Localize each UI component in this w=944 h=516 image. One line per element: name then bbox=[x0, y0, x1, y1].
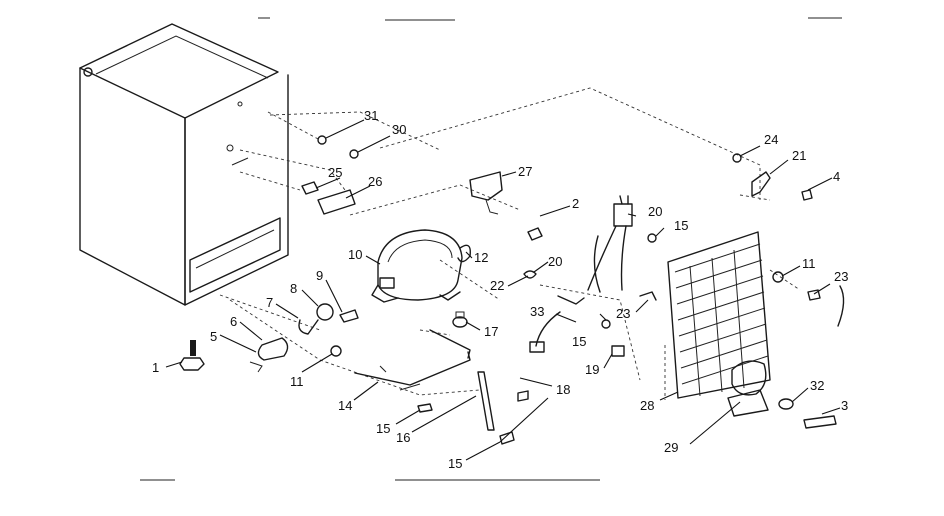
label-15-b: 15 bbox=[448, 456, 462, 471]
label-17: 17 bbox=[484, 324, 498, 339]
part-2-screw bbox=[527, 227, 543, 241]
part-11-washer-right bbox=[772, 271, 784, 283]
label-12: 12 bbox=[474, 250, 488, 265]
part-15-screw-mid bbox=[601, 319, 611, 329]
label-6: 6 bbox=[230, 314, 237, 329]
label-2: 2 bbox=[572, 196, 579, 211]
label-16: 16 bbox=[396, 430, 410, 445]
part-9-clip bbox=[339, 309, 359, 323]
label-14: 14 bbox=[338, 398, 352, 413]
part-27-drier bbox=[469, 171, 503, 215]
label-28: 28 bbox=[640, 398, 654, 413]
part-14-base-bracket bbox=[354, 329, 471, 391]
label-30: 30 bbox=[392, 122, 406, 137]
label-18: 18 bbox=[556, 382, 570, 397]
part-1-bolt bbox=[179, 340, 205, 371]
label-31: 31 bbox=[364, 108, 378, 123]
part-10-compressor bbox=[371, 229, 463, 303]
label-20-b: 20 bbox=[648, 204, 662, 219]
part-17-grommet bbox=[452, 311, 468, 328]
part-12-tube bbox=[457, 244, 471, 263]
label-27: 27 bbox=[518, 164, 532, 179]
part-15-screw-top bbox=[647, 233, 657, 243]
part-20-ring bbox=[523, 270, 537, 279]
label-25: 25 bbox=[328, 165, 342, 180]
label-8: 8 bbox=[290, 281, 297, 296]
label-15-a: 15 bbox=[376, 421, 390, 436]
part-18-screw bbox=[517, 390, 529, 402]
label-26: 26 bbox=[368, 174, 382, 189]
label-1: 1 bbox=[152, 360, 159, 375]
label-21: 21 bbox=[792, 148, 806, 163]
label-20-a: 20 bbox=[548, 254, 562, 269]
part-19-plug bbox=[611, 345, 625, 357]
part-15-screw-bottom bbox=[499, 431, 515, 445]
part-28-condenser bbox=[667, 231, 771, 399]
label-9: 9 bbox=[316, 268, 323, 283]
part-31-screw bbox=[317, 135, 327, 145]
part-29-fan-bracket bbox=[727, 360, 769, 417]
part-15-screw bbox=[417, 403, 433, 413]
label-11-right: 11 bbox=[802, 256, 816, 271]
label-10: 10 bbox=[348, 247, 362, 262]
label-15-d: 15 bbox=[674, 218, 688, 233]
label-22: 22 bbox=[490, 278, 504, 293]
part-23-clip-right bbox=[837, 285, 845, 327]
part-23-clip bbox=[639, 291, 657, 301]
label-3: 3 bbox=[841, 398, 848, 413]
label-23-b: 23 bbox=[834, 269, 848, 284]
label-5: 5 bbox=[210, 329, 217, 344]
label-19: 19 bbox=[585, 362, 599, 377]
label-15-c: 15 bbox=[572, 334, 586, 349]
label-7: 7 bbox=[266, 295, 273, 310]
part-8-relay bbox=[298, 303, 334, 335]
label-32: 32 bbox=[810, 378, 824, 393]
leader-lines bbox=[165, 119, 841, 461]
part-24-washer bbox=[732, 153, 742, 163]
label-23-a: 23 bbox=[616, 306, 630, 321]
part-11-washer bbox=[330, 345, 342, 357]
part-21-bracket bbox=[751, 171, 771, 197]
part-25-clip bbox=[301, 181, 319, 195]
part-32-grommet bbox=[778, 398, 794, 410]
cabinet bbox=[79, 23, 289, 306]
part-6-capacitor bbox=[249, 337, 289, 373]
part-30-screw bbox=[349, 149, 359, 159]
part-4-screw bbox=[801, 189, 813, 201]
label-24: 24 bbox=[764, 132, 778, 147]
label-29: 29 bbox=[664, 440, 678, 455]
label-33: 33 bbox=[530, 304, 544, 319]
label-4: 4 bbox=[833, 169, 840, 184]
part-23-clip-right-pin bbox=[807, 289, 821, 301]
part-3-screw bbox=[803, 415, 837, 429]
part-20-valve bbox=[587, 195, 633, 293]
part-26-bracket bbox=[317, 189, 356, 215]
label-11-left: 11 bbox=[290, 374, 304, 389]
part-16-rod bbox=[477, 371, 495, 431]
